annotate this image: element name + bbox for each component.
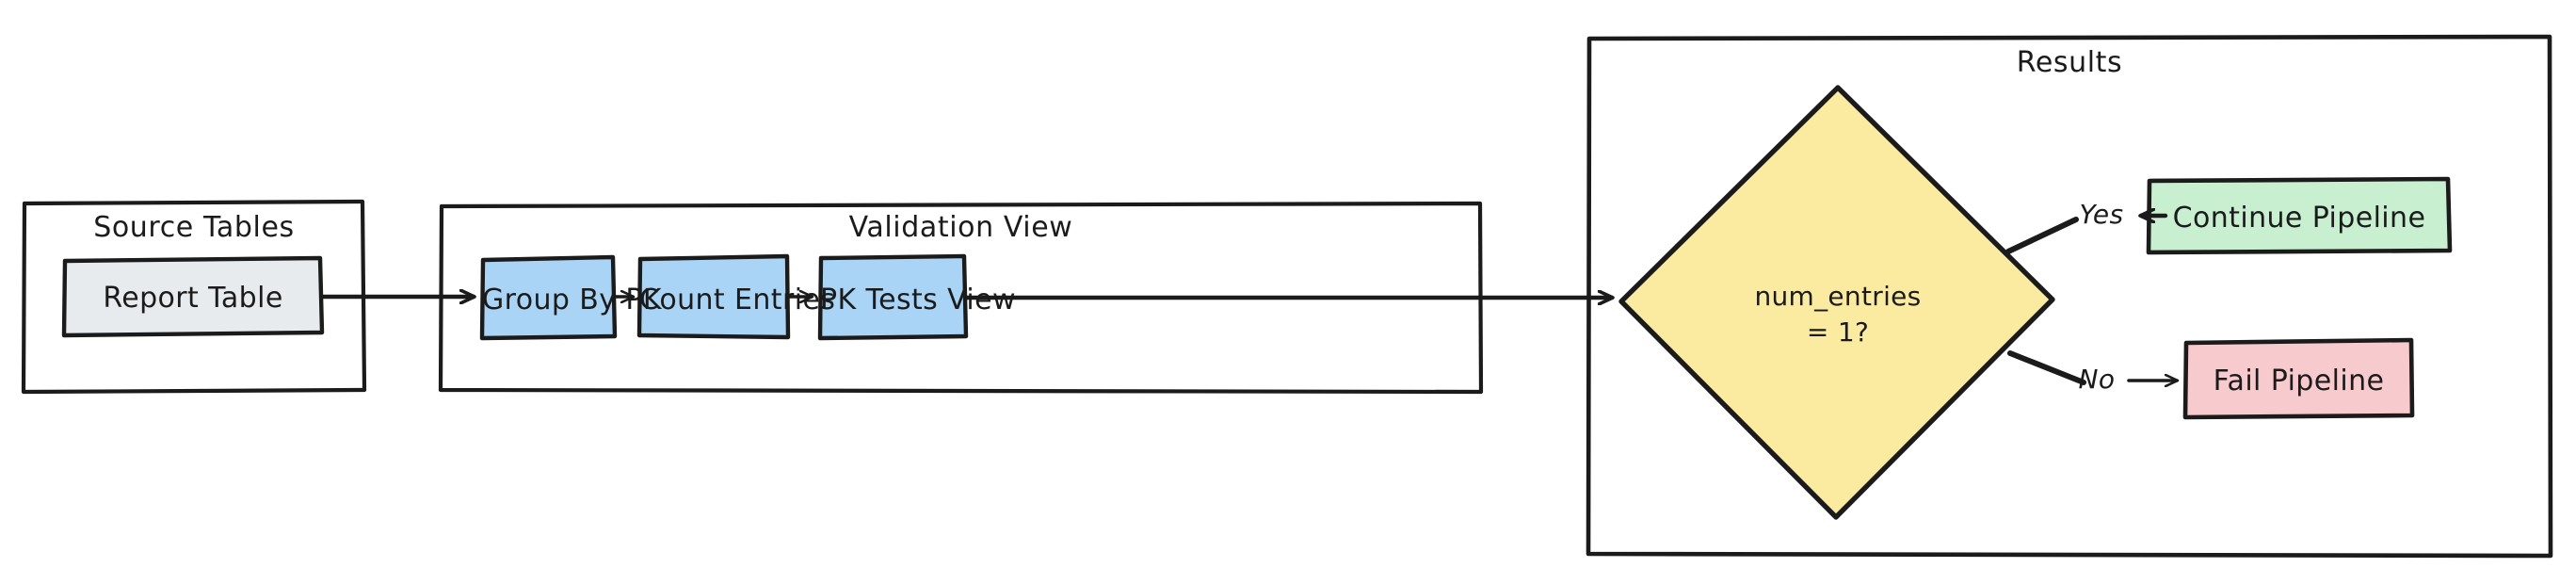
node-group-by-pk[interactable] <box>479 254 618 341</box>
node-report-table[interactable] <box>61 255 325 338</box>
group-results-border <box>1586 34 2553 559</box>
edge-num-entries-check-to-fail-pipeline <box>2007 350 2177 382</box>
node-count-entries[interactable] <box>636 253 791 340</box>
edge-num-entries-check-to-continue-pipeline <box>2005 216 2168 254</box>
group-results <box>1586 34 2553 559</box>
node-continue-pipeline[interactable] <box>2146 176 2453 255</box>
group-source-tables <box>21 199 367 395</box>
node-pk-tests-view[interactable] <box>817 253 969 341</box>
group-source-tables-border <box>21 199 367 395</box>
node-num-entries-check[interactable] <box>1618 85 2055 520</box>
group-validation-view <box>438 201 1484 395</box>
node-fail-pipeline[interactable] <box>2182 337 2415 420</box>
group-validation-view-border <box>438 201 1484 395</box>
